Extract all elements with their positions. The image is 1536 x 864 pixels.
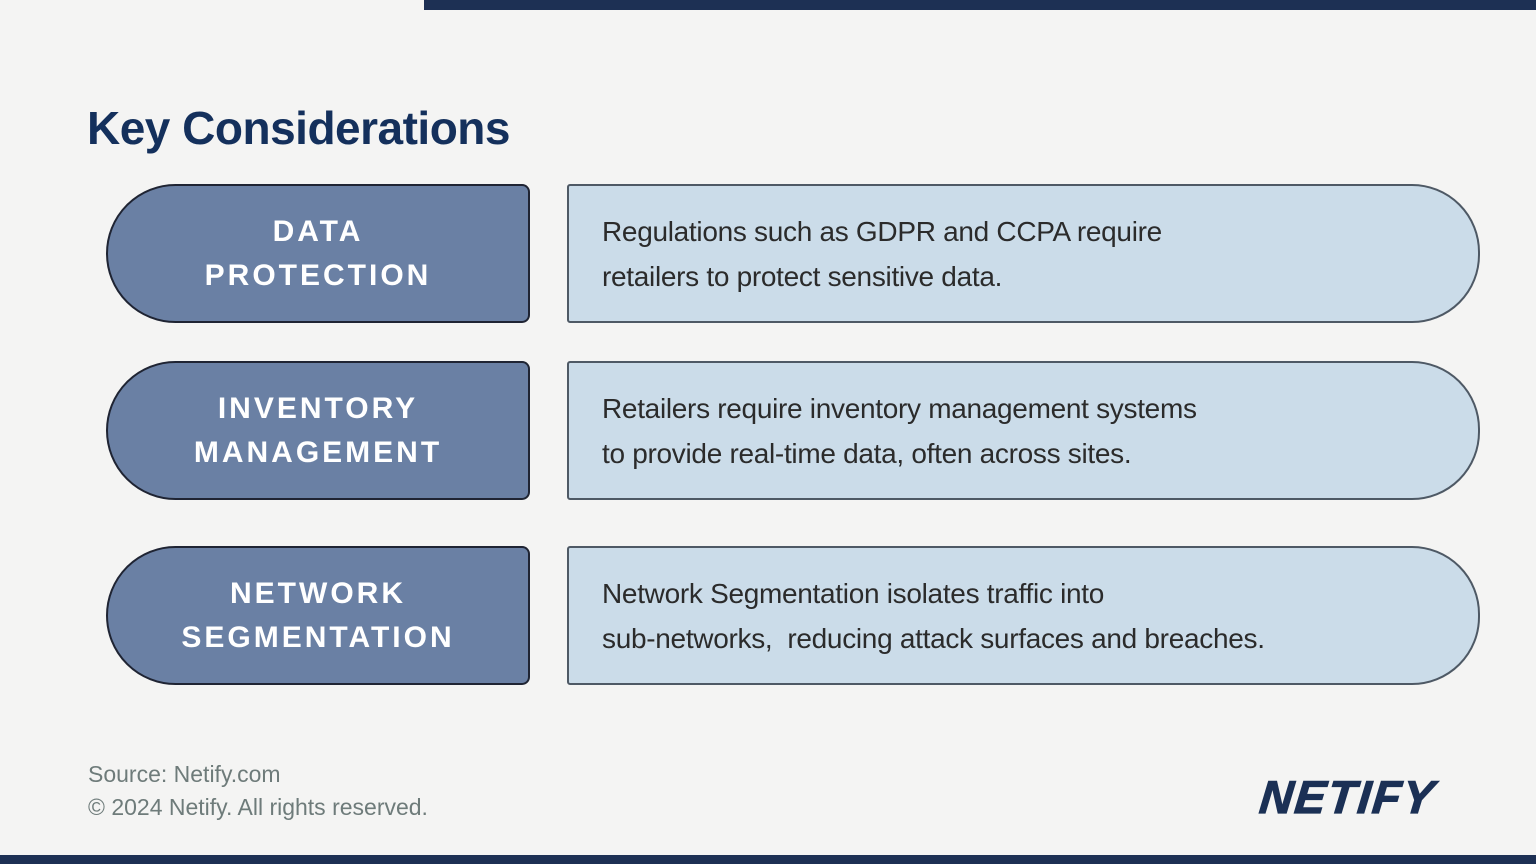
topic-label-line: SEGMENTATION xyxy=(181,620,455,654)
description-card-data-protection: Regulations such as GDPR and CCPA requir… xyxy=(567,184,1480,323)
topic-pill-inventory-management: INVENTORY MANAGEMENT xyxy=(106,361,530,500)
description-text-line: sub-networks, reducing attack surfaces a… xyxy=(602,622,1265,654)
topic-pill-data-protection: DATA PROTECTION xyxy=(106,184,530,323)
page-title: Key Considerations xyxy=(87,101,511,154)
netify-logo: NETIFY xyxy=(1257,770,1439,823)
topic-label-line: MANAGEMENT xyxy=(193,435,443,469)
copyright-text: © 2024 Netify. All rights reserved. xyxy=(88,794,428,820)
description-text-line: retailers to protect sensitive data. xyxy=(602,260,1003,292)
consideration-row-network-segmentation: NETWORK SEGMENTATION Network Segmentatio… xyxy=(106,546,1480,685)
topic-label-line: INVENTORY xyxy=(217,391,419,425)
topic-label-line: NETWORK xyxy=(230,576,406,610)
top-accent-bar xyxy=(424,0,1536,10)
source-text: Source: Netify.com xyxy=(88,761,281,787)
description-text-line: Retailers require inventory management s… xyxy=(602,392,1197,424)
description-text-line: to provide real-time data, often across … xyxy=(602,437,1132,469)
description-card-inventory-management: Retailers require inventory management s… xyxy=(567,361,1480,500)
description-text-line: Network Segmentation isolates traffic in… xyxy=(602,577,1105,609)
description-card-network-segmentation: Network Segmentation isolates traffic in… xyxy=(567,546,1480,685)
description-text-line: Regulations such as GDPR and CCPA requir… xyxy=(602,215,1162,247)
topic-pill-network-segmentation: NETWORK SEGMENTATION xyxy=(106,546,530,685)
consideration-row-data-protection: DATA PROTECTION Regulations such as GDPR… xyxy=(106,184,1480,323)
bottom-accent-bar xyxy=(0,855,1536,864)
footer-attribution: Source: Netify.com © 2024 Netify. All ri… xyxy=(88,758,428,824)
topic-label-line: PROTECTION xyxy=(204,258,432,292)
topic-label-line: DATA xyxy=(272,214,364,248)
consideration-row-inventory-management: INVENTORY MANAGEMENT Retailers require i… xyxy=(106,361,1480,500)
